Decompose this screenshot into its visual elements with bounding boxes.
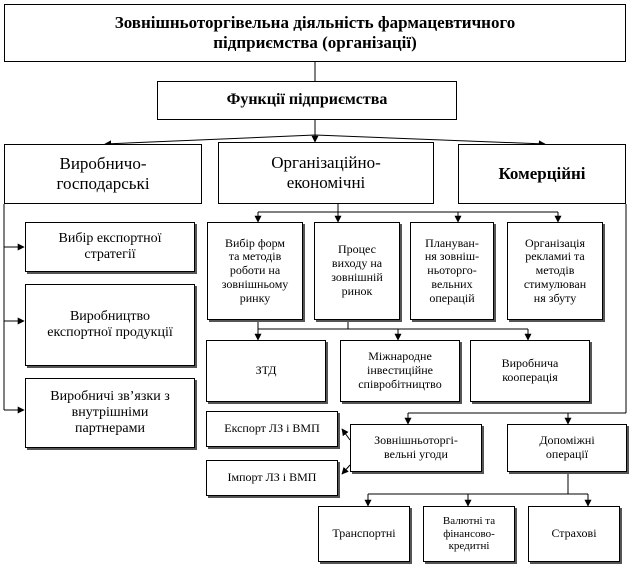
trade-import-box: Імпорт ЛЗ і ВМП xyxy=(206,460,338,496)
production-strategy-label: Вибір експортної стратегії xyxy=(58,230,162,262)
org-entry-box: Процес виходу на зовнішній ринок xyxy=(314,222,400,320)
org-entry-label: Процес виходу на зовнішній ринок xyxy=(331,242,383,298)
category-organizational-box: Організаційно- економічні xyxy=(218,142,434,204)
trade-import-label: Імпорт ЛЗ і ВМП xyxy=(227,470,317,485)
activity-investment-label: Міжнародне інвестиційне співробітництво xyxy=(358,349,442,391)
trade-export-label: Експорт ЛЗ і ВМП xyxy=(224,421,320,436)
functions-box: Функції підприємства xyxy=(157,81,457,120)
trade-deals-label: Зовнішньоторгі- вельні угоди xyxy=(374,433,458,461)
production-strategy-box: Вибір експортної стратегії xyxy=(25,222,195,272)
org-advertising-label: Організація рекламиi та методів стимулюв… xyxy=(523,235,587,305)
activity-cooperation-box: Виробнича кооперація xyxy=(470,340,590,402)
aux-insurance-label: Страхові xyxy=(551,526,597,541)
category-commercial-label: Комерційні xyxy=(498,164,586,184)
trade-deals-box: Зовнішньоторгі- вельні угоди xyxy=(350,424,482,472)
activity-cooperation-label: Виробнича кооперація xyxy=(501,356,559,384)
production-manufacturing-box: Виробництво експортної продукції xyxy=(25,284,195,366)
category-commercial-box: Комерційні xyxy=(458,144,626,204)
activity-investment-box: Міжнародне інвестиційне співробітництво xyxy=(340,340,460,402)
trade-auxiliary-box: Допоміжні операції xyxy=(507,424,627,472)
org-forms-box: Вибір форм та методів роботи на зовнішнь… xyxy=(207,222,303,320)
category-organizational-label: Організаційно- економічні xyxy=(271,153,381,192)
trade-auxiliary-label: Допоміжні операції xyxy=(539,433,595,461)
production-partners-label: Виробничі зв’язки з внутрішніми партнера… xyxy=(50,388,170,437)
aux-transport-box: Транспортні xyxy=(318,506,410,562)
activity-ztd-box: ЗТД xyxy=(206,340,326,402)
aux-currency-box: Валютні та фінансово- кредитні xyxy=(423,506,515,562)
production-manufacturing-label: Виробництво експортної продукції xyxy=(47,308,173,340)
org-planning-box: Плануван- ня зовніш- ньоторго- вельних о… xyxy=(410,222,494,320)
trade-export-box: Експорт ЛЗ і ВМП xyxy=(206,411,338,447)
diagram-title: Зовнішньоторгівельна діяльність фармацев… xyxy=(114,13,516,52)
aux-currency-label: Валютні та фінансово- кредитні xyxy=(442,515,496,553)
activity-ztd-label: ЗТД xyxy=(255,363,277,378)
category-production-box: Виробничо- господарські xyxy=(4,144,202,204)
org-advertising-box: Організація рекламиi та методів стимулюв… xyxy=(507,222,603,320)
aux-insurance-box: Страхові xyxy=(528,506,620,562)
functions-label: Функції підприємства xyxy=(226,91,388,109)
production-partners-box: Виробничі зв’язки з внутрішніми партнера… xyxy=(25,378,195,448)
aux-transport-label: Транспортні xyxy=(332,526,396,541)
category-production-label: Виробничо- господарські xyxy=(56,154,150,193)
org-forms-label: Вибір форм та методів роботи на зовнішнь… xyxy=(221,235,289,305)
diagram-title-box: Зовнішньоторгівельна діяльність фармацев… xyxy=(4,4,626,62)
org-planning-label: Плануван- ня зовніш- ньоторго- вельних о… xyxy=(424,235,480,305)
